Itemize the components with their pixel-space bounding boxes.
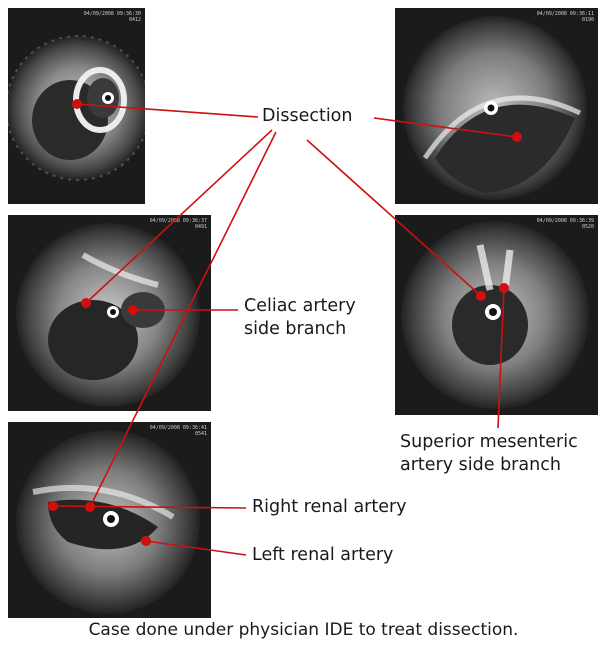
ivus-image-4 [401,221,589,409]
ivus-image-1 [8,35,145,181]
label-celiac-line2: side branch [244,319,347,339]
label-sma-line1: Superior mesenteric [400,432,578,452]
label-sma-line2: artery side branch [400,455,561,475]
label-left-renal: Left renal artery [252,545,394,565]
label-dissection: Dissection [262,106,353,126]
figure-caption: Case done under physician IDE to treat d… [88,620,519,640]
ivus-image-5 [16,430,200,614]
ivus-image-2 [403,16,587,200]
label-right-renal: Right renal artery [252,497,407,517]
ivus-image-3 [16,223,200,407]
label-celiac-line1: Celiac artery [244,296,356,316]
